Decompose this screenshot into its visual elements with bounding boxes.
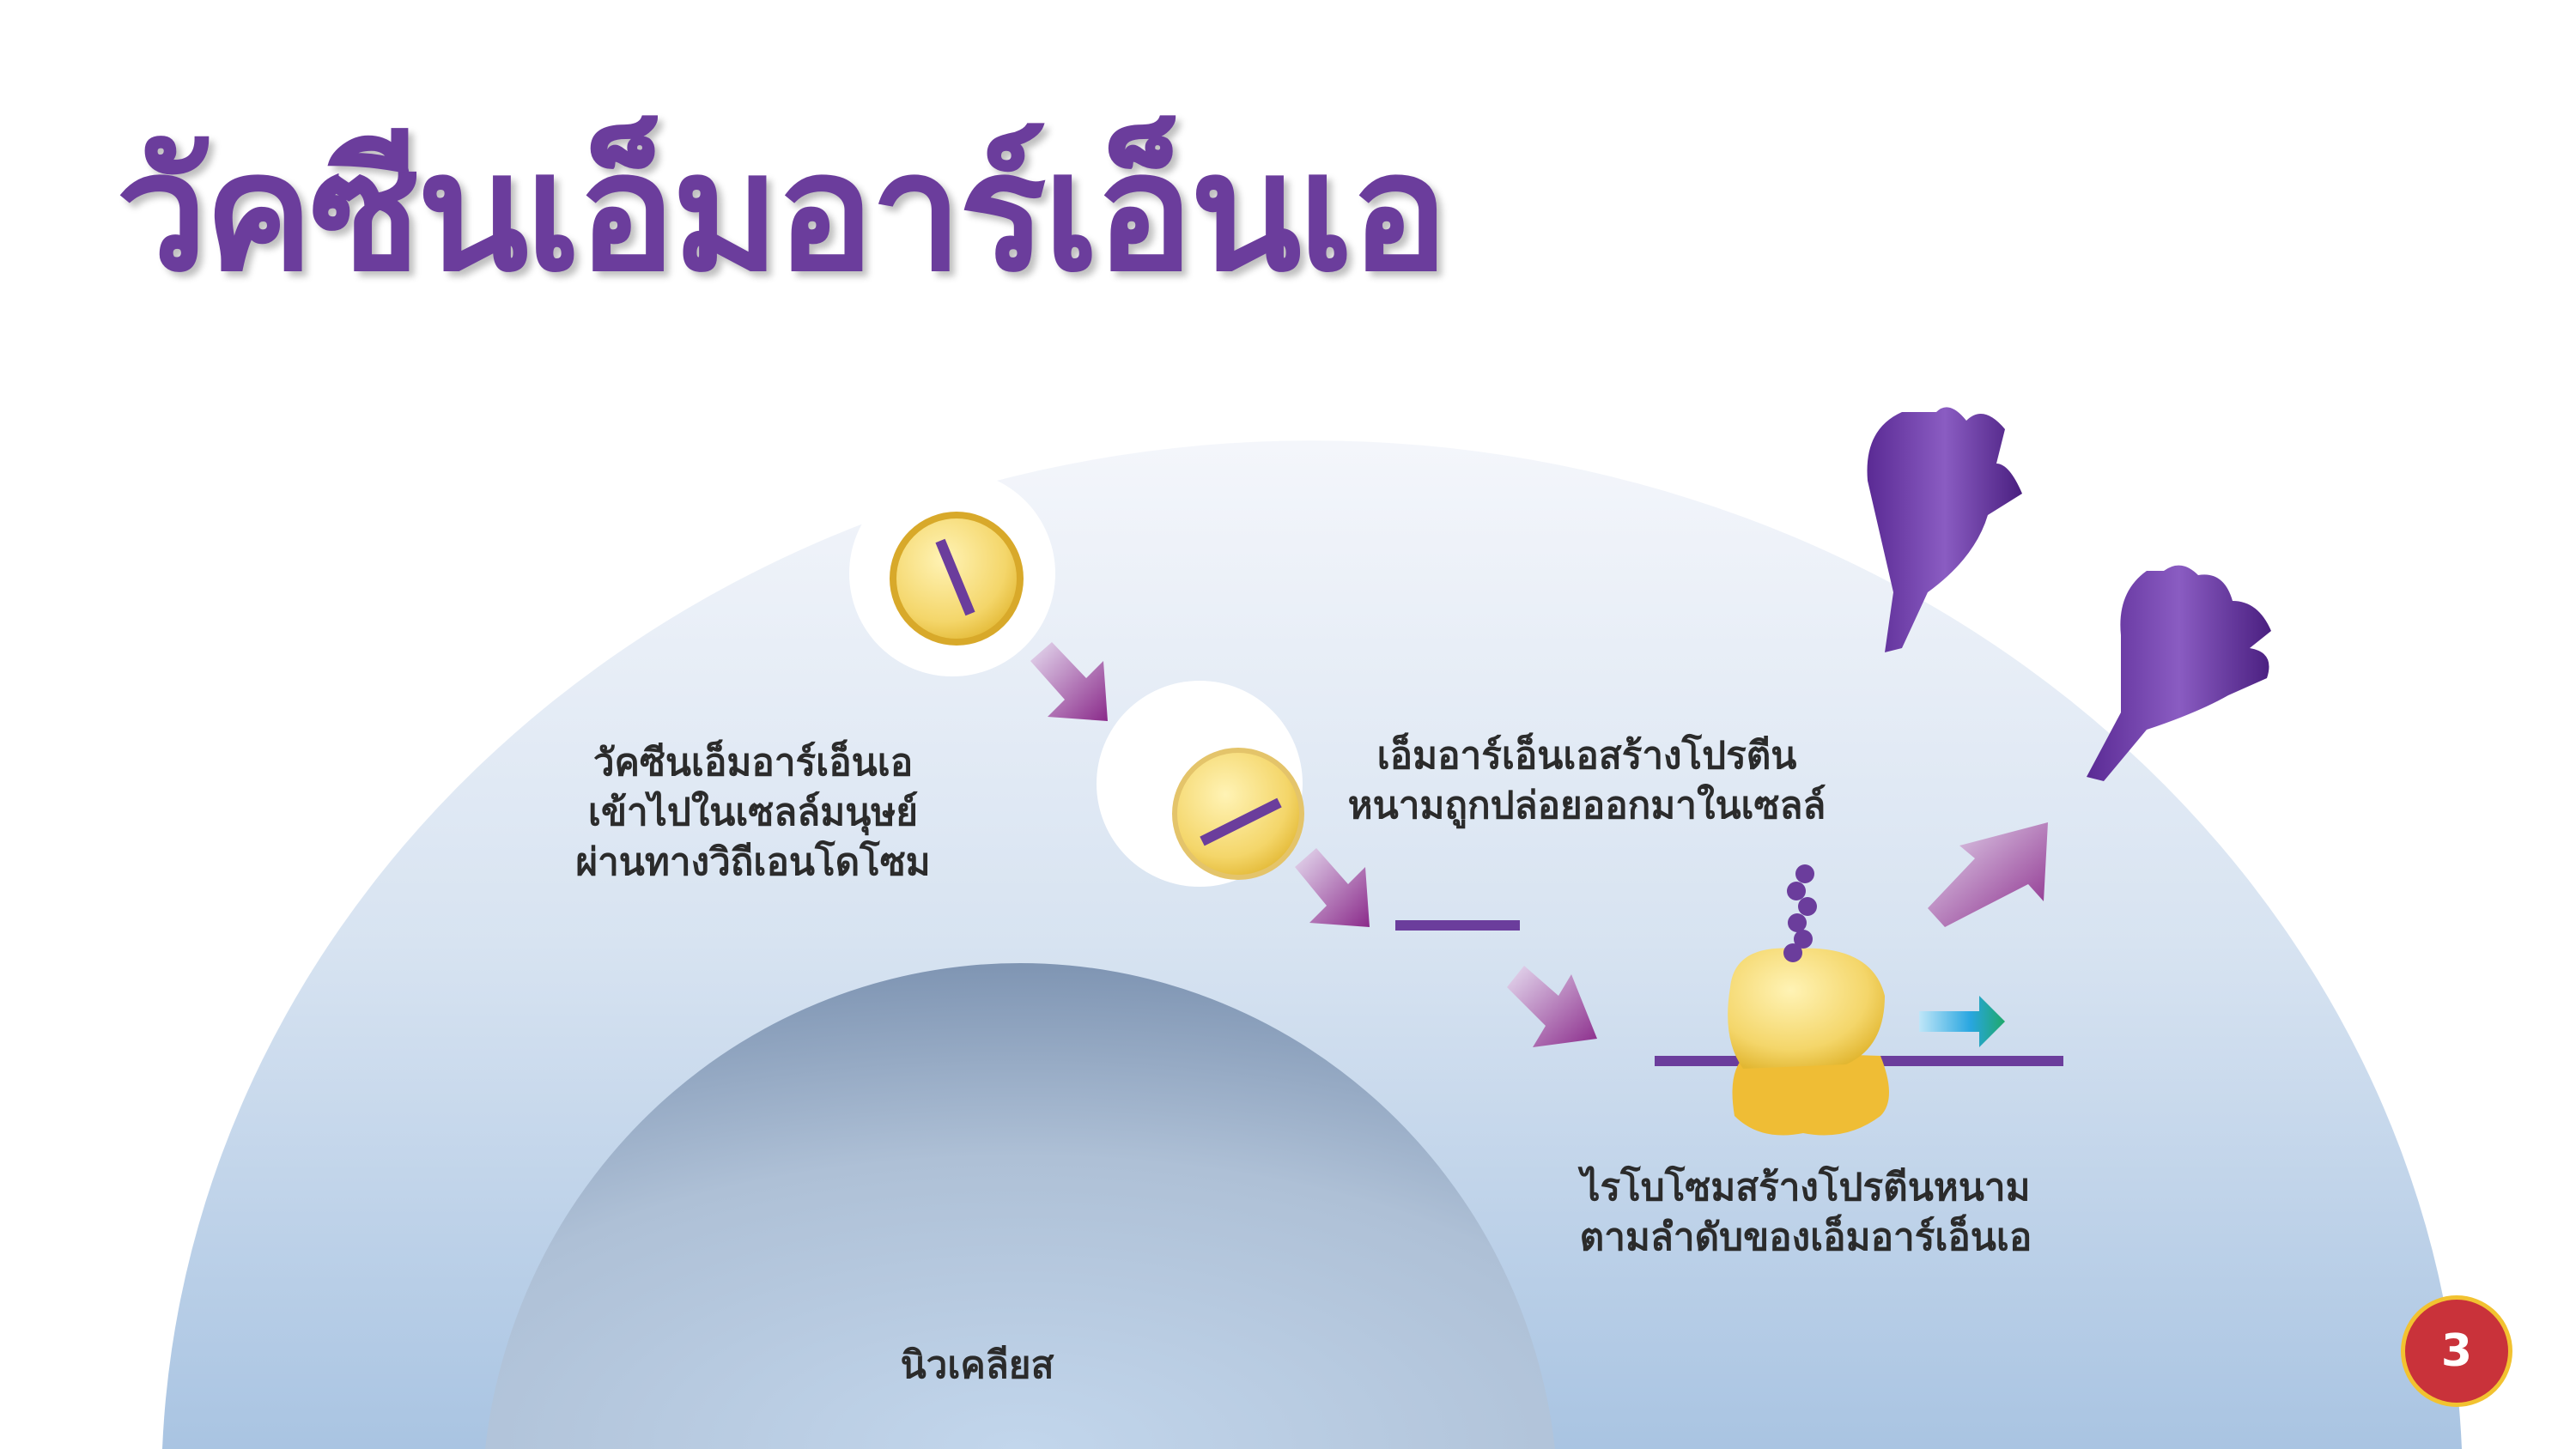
direction-arrow (1919, 996, 2005, 1047)
release-label: เอ็มอาร์เอ็นเอสร้างโปรตีน หนามถูกปล่อยออ… (1348, 731, 1826, 831)
spike-protein (2087, 565, 2271, 781)
nucleus-label: นิวเคลียส (900, 1343, 1054, 1387)
spike-protein (1867, 407, 2022, 652)
label-line: ไรโบโซมสร้างโปรตีนหนาม (1581, 1166, 2031, 1210)
endosome-2 (1097, 681, 1304, 887)
nucleus (485, 962, 1555, 1449)
page-title: วัคซีนเอ็มอาร์เอ็นเอ (116, 118, 1449, 307)
label-line: เข้าไปในเซลล์มนุษย์ (587, 791, 919, 834)
protein-chain (1783, 864, 1817, 962)
label-line: หนามถูกปล่อยออกมาในเซลล์ (1347, 784, 1826, 828)
ribosome (1728, 948, 1889, 1136)
label-line: ตามลำดับของเอ็มอาร์เอ็นเอ (1579, 1216, 2032, 1259)
step-arrow (1295, 848, 1370, 927)
page-number-badge: 3 (2401, 1295, 2512, 1407)
endosome-1 (849, 470, 1055, 676)
entry-label: วัคซีนเอ็มอาร์เอ็นเอ เข้าไปในเซลล์มนุษย์… (575, 738, 930, 888)
step-arrow (1507, 966, 1597, 1047)
label-line: เอ็มอาร์เอ็นเอสร้างโปรตีน (1376, 734, 1797, 778)
step-arrow (1030, 642, 1108, 721)
ribosome-label: ไรโบโซมสร้างโปรตีนหนาม ตามลำดับของเอ็มอา… (1580, 1163, 2032, 1263)
step-arrow (1928, 822, 2048, 927)
label-line: วัคซีนเอ็มอาร์เอ็นเอ (592, 741, 914, 785)
label-line: ผ่านทางวิถีเอนโดโซม (575, 840, 931, 884)
